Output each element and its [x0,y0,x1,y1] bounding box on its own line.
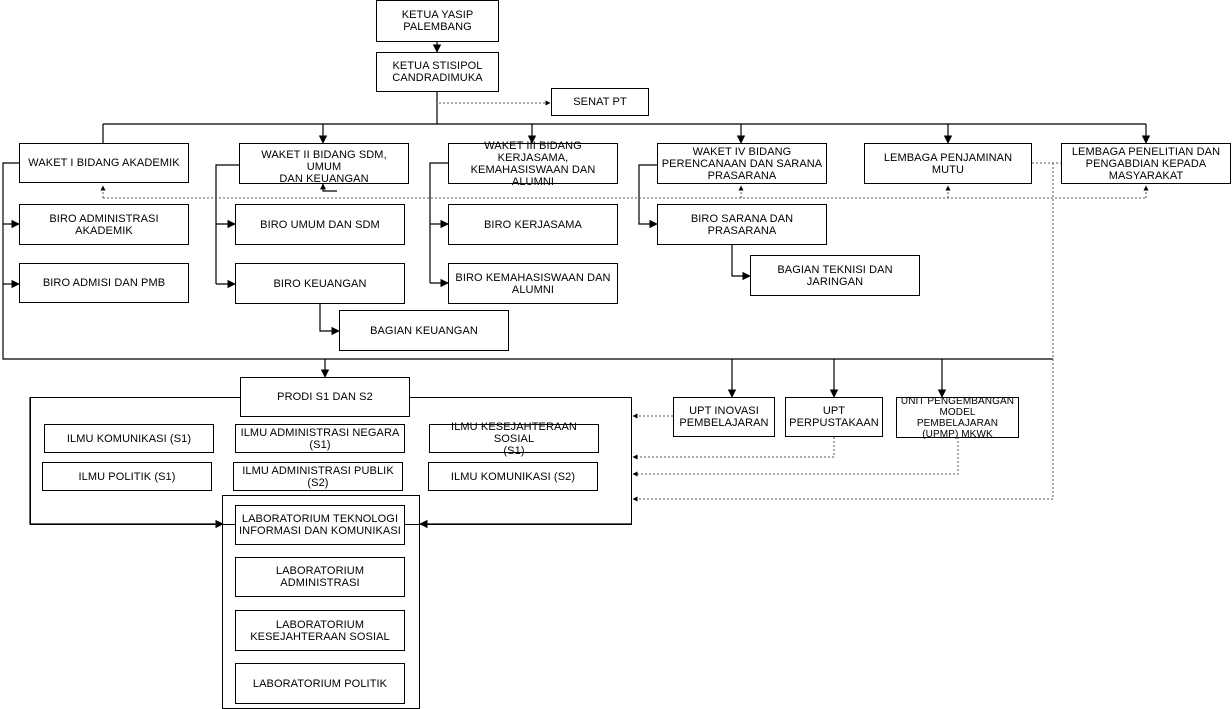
ilmu-politik-box: ILMU POLITIK (S1) [42,462,212,491]
waket-1-box: WAKET I BIDANG AKADEMIK [19,143,189,183]
waket-3-box: WAKET III BIDANG KERJASAMA, KEMAHASISWAA… [448,140,618,188]
ketua-stisipol-box: KETUA STISIPOL CANDRADIMUKA [376,52,499,92]
ketua-yasip-box: KETUA YASIP PALEMBANG [376,0,499,42]
biro-admisi-pmb-box: BIRO ADMISI DAN PMB [19,263,189,303]
lab-tik-box: LABORATORIUM TEKNOLOGI INFORMASI DAN KOM… [235,505,405,545]
waket-4-box: WAKET IV BIDANG PERENCANAAN DAN SARANA P… [657,143,827,184]
biro-administrasi-akademik-box: BIRO ADMINISTRASI AKADEMIK [19,204,189,245]
biro-umum-sdm-box: BIRO UMUM DAN SDM [235,204,405,245]
waket-2-box: WAKET II BIDANG SDM, UMUM DAN KEUANGAN [239,143,409,185]
lembaga-penelitian-box: LEMBAGA PENELITIAN DAN PENGABDIAN KEPADA… [1061,143,1231,184]
ilmu-administrasi-publik-box: ILMU ADMINISTRASI PUBLIK (S2) [233,462,403,491]
lembaga-penjaminan-mutu-box: LEMBAGA PENJAMINAN MUTU [864,143,1032,184]
prodi-box: PRODI S1 DAN S2 [240,377,410,417]
bagian-teknisi-box: BAGIAN TEKNISI DAN JARINGAN [750,255,920,296]
ilmu-kesejahteraan-sosial-box: ILMU KESEJAHTERAAN SOSIAL (S1) [429,421,599,457]
senat-box: SENAT PT [551,88,649,116]
bagian-keuangan-box: BAGIAN KEUANGAN [339,310,509,351]
upt-inovasi-box: UPT INOVASI PEMBELAJARAN [673,397,775,437]
biro-keuangan-box: BIRO KEUANGAN [235,263,405,304]
lab-administrasi-box: LABORATORIUM ADMINISTRASI [235,557,405,597]
unit-pengembangan-box: UNIT PENGEMBANGAN MODEL PEMBELAJARAN (UP… [896,396,1019,440]
ilmu-komunikasi-s2-box: ILMU KOMUNIKASI (S2) [428,462,598,491]
lab-politik-box: LABORATORIUM POLITIK [235,663,405,704]
upt-perpustakaan-box: UPT PERPUSTAKAAN [785,397,883,437]
ilmu-administrasi-negara-box: ILMU ADMINISTRASI NEGARA (S1) [235,424,405,453]
lab-kesejahteraan-sosial-box: LABORATORIUM KESEJAHTERAAN SOSIAL [235,610,405,651]
biro-sarana-box: BIRO SARANA DAN PRASARANA [657,204,827,245]
ilmu-komunikasi-s1-box: ILMU KOMUNIKASI (S1) [44,424,214,453]
biro-kerjasama-box: BIRO KERJASAMA [448,204,618,245]
biro-kemahasiswaan-box: BIRO KEMAHASISWAAN DAN ALUMNI [448,263,618,304]
